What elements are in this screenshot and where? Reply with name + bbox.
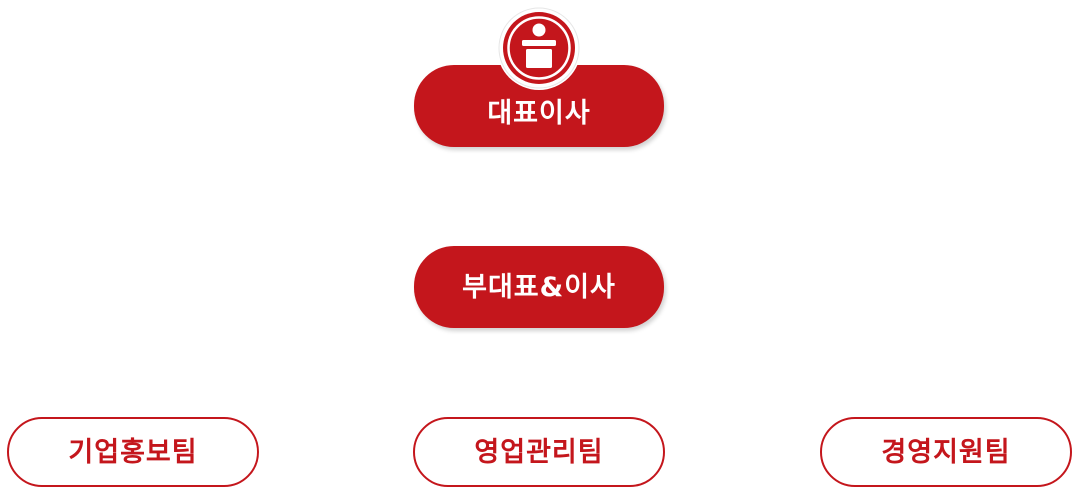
node-vice-president: 부대표&이사	[414, 246, 664, 328]
node-team-management-support: 경영지원팀	[820, 417, 1072, 487]
node-label: 부대표&이사	[462, 271, 616, 303]
node-team-corporate-pr: 기업홍보팀	[7, 417, 259, 487]
node-label: 영업관리팀	[474, 436, 604, 468]
node-label: 기업홍보팀	[68, 436, 198, 468]
node-team-sales-management: 영업관리팀	[413, 417, 665, 487]
node-label: 경영지원팀	[881, 436, 1011, 468]
node-label: 대표이사	[487, 97, 591, 129]
podium-speaker-icon	[496, 5, 582, 91]
